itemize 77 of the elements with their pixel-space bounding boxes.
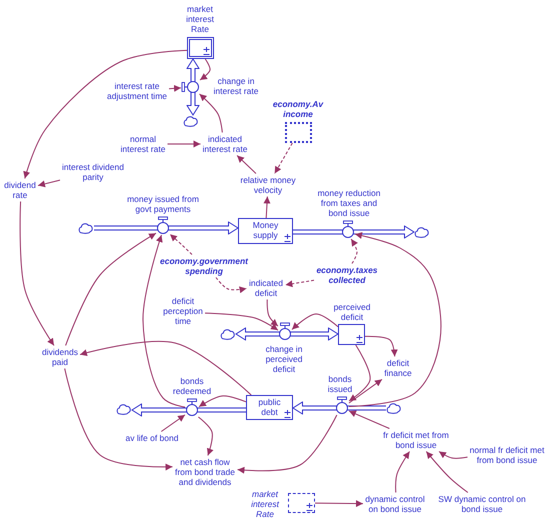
variable-label: normal fr deficit met from bond issue	[469, 445, 545, 465]
variable-label: dividend rate	[4, 180, 36, 200]
link-arrow	[314, 500, 364, 508]
link-arrow	[426, 451, 468, 493]
link-arrow	[266, 299, 278, 327]
dashed-link-arrow	[216, 277, 247, 294]
link-arrow	[348, 378, 382, 404]
flow-pipe	[94, 226, 158, 230]
flow-pipe	[236, 328, 280, 340]
variable-label: av life of bond	[125, 433, 179, 443]
flow-label: money issued from govt payments	[126, 194, 200, 214]
flow-pipe	[198, 408, 246, 412]
flow-pipe	[132, 404, 186, 416]
link-arrow	[168, 84, 182, 92]
variable-label: indicated interest rate	[202, 134, 248, 154]
stock-label: public debt	[258, 396, 282, 416]
flow-label: bonds issued	[327, 374, 353, 394]
flow-pipe	[186, 58, 200, 82]
link-arrow	[142, 234, 186, 408]
ghost-variable-label: economy.Av income	[272, 99, 324, 119]
link-arrow	[348, 344, 371, 402]
variable-label: indicated deficit	[248, 278, 284, 298]
dashed-link-arrow	[285, 280, 314, 288]
variable-label: interest rate adjustment time	[106, 81, 168, 101]
link-arrow	[20, 201, 54, 346]
variable-label: relative money velocity	[240, 175, 296, 195]
flow-label: change in perceived deficit	[265, 344, 303, 374]
link-arrow	[38, 180, 60, 188]
flow-pipe	[293, 230, 342, 234]
variable-label: deficit finance	[384, 358, 412, 378]
variable-label: interest dividend parity	[62, 162, 124, 182]
link-arrow	[204, 312, 278, 331]
dashed-link-arrow	[274, 142, 293, 174]
variable-label: SW dynamic control on bond issue	[438, 494, 526, 514]
link-arrow	[237, 414, 338, 474]
flow-pipe	[186, 92, 200, 116]
link-arrow	[395, 451, 410, 493]
variable-label: normal interest rate	[120, 134, 166, 154]
link-arrow	[23, 50, 188, 179]
stock-label: perceived deficit	[333, 302, 371, 322]
flow-pipe	[354, 226, 414, 238]
link-arrow	[348, 410, 390, 429]
stock-label: Money supply	[252, 220, 279, 240]
variable-label: fr deficit met from bond issue	[382, 430, 450, 450]
variable-label: dynamic control on bond issue	[364, 494, 426, 514]
link-arrow	[64, 368, 173, 470]
variable-label: deficit perception time	[162, 296, 204, 326]
link-arrow	[65, 232, 156, 346]
variable-label: net cash flow from bond trade and dividends	[174, 457, 236, 487]
dashed-link-arrow	[350, 238, 358, 264]
link-arrow	[160, 414, 186, 432]
flow-label: money reduction from taxes and bond issue	[317, 188, 381, 218]
flow-label: change in interest rate	[213, 76, 259, 96]
link-arrow	[348, 232, 442, 408]
flow-pipe	[348, 406, 386, 410]
link-arrow	[364, 336, 398, 357]
link-arrow	[200, 58, 211, 80]
link-arrow	[264, 196, 270, 218]
dashed-link-arrow	[170, 234, 192, 255]
link-arrow	[236, 155, 256, 174]
stock-box	[246, 395, 293, 420]
link-arrow	[167, 140, 201, 148]
link-arrow	[198, 416, 214, 456]
stock-box	[238, 218, 293, 244]
variable-label: dividends paid	[42, 347, 78, 367]
link-arrow	[438, 451, 468, 459]
link-arrow	[292, 314, 338, 330]
ghost-variable-label: economy.taxes collected	[316, 265, 378, 285]
link-arrow	[198, 395, 246, 408]
flow-label: bonds redeemed	[172, 376, 212, 396]
flow-pipe	[168, 222, 238, 234]
stock-label: market interest Rate	[186, 4, 214, 34]
flow-pipe	[292, 402, 336, 414]
ghost-variable-label: market interest Rate	[250, 489, 280, 519]
link-arrow	[80, 340, 252, 396]
link-arrow	[198, 94, 223, 133]
flow-pipe	[290, 328, 338, 340]
